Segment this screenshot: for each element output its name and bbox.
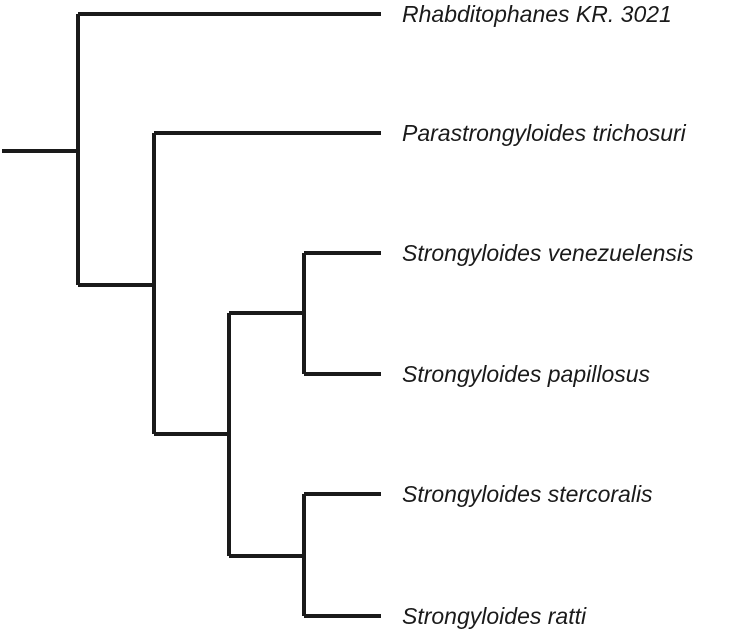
taxon-labels: Rhabditophanes KR. 3021 Parastrongyloide…	[402, 1, 694, 629]
taxon-label-stercoralis: Strongyloides stercoralis	[402, 481, 653, 507]
taxon-label-papillosus: Strongyloides papillosus	[402, 361, 651, 387]
tree-branches	[2, 12, 381, 618]
taxon-label-ratti: Strongyloides ratti	[402, 603, 587, 629]
taxon-label-rhabditophanes: Rhabditophanes KR. 3021	[402, 1, 672, 27]
taxon-label-venezuelensis: Strongyloides venezuelensis	[402, 240, 694, 266]
taxon-label-parastrongyloides: Parastrongyloides trichosuri	[402, 120, 687, 146]
